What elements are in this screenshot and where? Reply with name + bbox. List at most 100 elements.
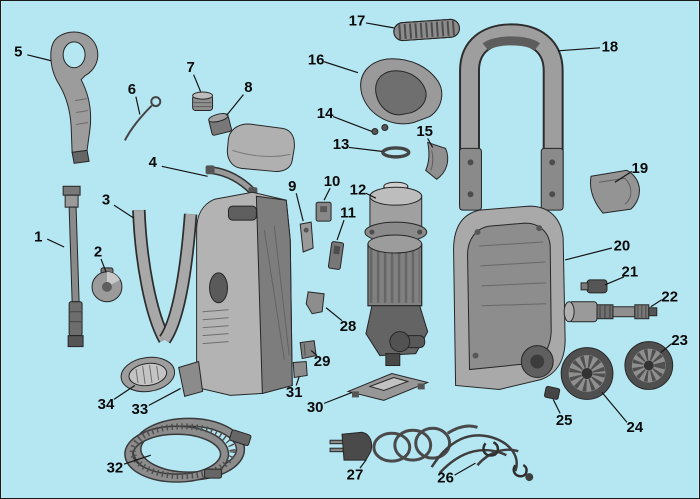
part-nut — [192, 91, 214, 112]
callout-4: 4 — [149, 154, 158, 171]
part-spray-gun — [50, 31, 99, 164]
part-micro-lever — [327, 241, 345, 270]
leader-line-26 — [454, 462, 476, 476]
leader-line-18 — [558, 47, 601, 52]
callout-3: 3 — [102, 192, 110, 209]
callout-24: 24 — [627, 419, 644, 436]
part-clip — [543, 385, 561, 400]
callout-18: 18 — [602, 38, 619, 55]
leader-line-3 — [113, 204, 135, 219]
callout-21: 21 — [622, 263, 639, 280]
callout-11: 11 — [340, 205, 356, 222]
leader-line-17 — [365, 22, 394, 29]
leader-line-20 — [564, 247, 613, 261]
part-wheel-right — [624, 341, 674, 390]
callout-13: 13 — [333, 136, 350, 153]
part-small-bracket-lower — [292, 361, 308, 379]
leader-line-27 — [359, 459, 367, 469]
callout-22: 22 — [661, 288, 678, 305]
leader-line-34 — [113, 384, 136, 400]
callout-8: 8 — [244, 79, 252, 96]
part-o-ring — [381, 146, 411, 159]
part-motor-pump-assembly — [365, 234, 429, 367]
callout-33: 33 — [132, 401, 149, 418]
leader-line-31 — [295, 376, 300, 386]
leader-line-10 — [323, 187, 331, 201]
callout-31: 31 — [286, 384, 303, 401]
leader-line-2 — [100, 258, 107, 273]
callout-5: 5 — [14, 43, 22, 60]
part-power-cord — [329, 424, 478, 463]
callout-1: 1 — [34, 229, 42, 246]
part-rear-housing — [453, 205, 566, 390]
callout-16: 16 — [308, 51, 325, 68]
leader-line-33 — [148, 387, 181, 406]
callout-29: 29 — [314, 353, 331, 370]
part-connector — [580, 279, 608, 294]
leader-line-13 — [348, 146, 382, 152]
part-switch-lever — [299, 221, 314, 253]
leader-lines — [27, 22, 673, 476]
leader-line-25 — [552, 399, 561, 414]
callout-27: 27 — [347, 467, 364, 484]
callout-7: 7 — [186, 59, 194, 76]
leader-line-16 — [323, 61, 359, 74]
part-wishbone-trim — [132, 209, 198, 344]
leader-line-19 — [614, 170, 633, 183]
callout-14: 14 — [317, 105, 334, 122]
leader-line-8 — [226, 94, 244, 116]
callout-26: 26 — [437, 470, 454, 487]
callout-12: 12 — [350, 182, 367, 199]
part-motor-head — [364, 181, 428, 243]
leader-line-4 — [161, 165, 208, 177]
callout-28: 28 — [340, 318, 357, 335]
part-coiled-hose — [124, 417, 252, 483]
leader-line-15 — [427, 138, 434, 148]
part-corrugated-hose — [393, 18, 460, 42]
leader-line-21 — [604, 276, 625, 286]
callout-20: 20 — [614, 238, 631, 255]
callout-2: 2 — [94, 243, 102, 260]
part-wire-pin — [124, 96, 162, 141]
callout-9: 9 — [288, 178, 296, 195]
callout-6: 6 — [128, 81, 136, 98]
callout-15: 15 — [416, 123, 433, 140]
leader-line-1 — [46, 238, 65, 248]
callout-10: 10 — [324, 173, 341, 190]
leader-line-5 — [27, 54, 52, 62]
part-wheel-left — [560, 347, 614, 400]
leader-line-6 — [135, 96, 141, 115]
leader-line-22 — [650, 299, 663, 308]
leader-line-28 — [325, 307, 343, 322]
part-switch-block — [315, 201, 332, 222]
part-small-bracket-mid — [299, 340, 317, 360]
part-corner-bracket — [590, 169, 640, 214]
callout-23: 23 — [671, 332, 688, 349]
part-cables-hooks — [430, 434, 534, 482]
leader-line-23 — [660, 343, 673, 354]
part-spray-wand — [62, 185, 84, 348]
part-axle-shaft — [563, 301, 658, 323]
part-hose-holder — [360, 58, 443, 125]
leader-line-12 — [365, 192, 377, 199]
part-screws — [371, 124, 389, 135]
callout-19: 19 — [632, 160, 649, 177]
callout-32: 32 — [107, 460, 124, 477]
leader-line-14 — [332, 115, 373, 133]
leader-line-30 — [323, 391, 353, 404]
part-tank-cap — [208, 113, 295, 172]
callout-34: 34 — [98, 396, 115, 413]
callout-25: 25 — [556, 412, 573, 429]
part-front-housing — [178, 191, 293, 398]
part-small-bracket-upper — [305, 291, 325, 315]
part-oval-vent — [120, 356, 176, 393]
part-tube — [205, 165, 258, 197]
leader-line-9 — [295, 193, 304, 222]
part-carry-handle — [459, 23, 564, 211]
leader-line-24 — [601, 392, 628, 423]
part-side-bracket — [425, 141, 449, 180]
part-base-plate — [346, 372, 430, 401]
